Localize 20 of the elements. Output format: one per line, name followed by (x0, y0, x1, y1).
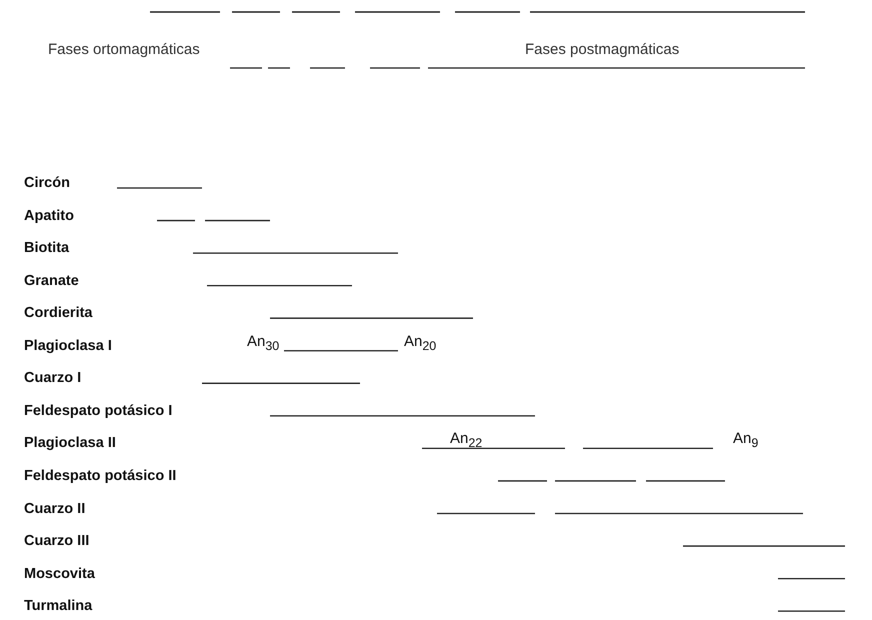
mineral-name: Cordierita (24, 304, 92, 322)
mineral-name: Feldespato potásico I (24, 402, 172, 420)
mineral-name: Granate (24, 272, 79, 290)
mineral-name: Moscovita (24, 564, 95, 583)
mineral-name: Circón (24, 174, 70, 192)
mineral-name: Feldespato potásico II (24, 466, 176, 485)
mineral-name: Plagioclasa I (24, 336, 112, 355)
mineral-name: Cuarzo I (24, 369, 82, 388)
column-heading: Fases postmagmáticas (525, 41, 680, 59)
mineral-name: Turmalina (24, 597, 92, 616)
mineral-name: Cuarzo III (24, 532, 90, 550)
composition-label: An$_{9}$ (733, 430, 758, 452)
composition-label: An$_{20}$ (404, 332, 436, 355)
mineral-name: Plagioclasa II (24, 434, 116, 452)
composition-label: An$_{30}$ (247, 332, 280, 355)
mineral-name: Apatito (24, 206, 74, 225)
mineral-name: Cuarzo II (24, 500, 86, 518)
column-heading: Fases ortomagmáticas (48, 41, 200, 59)
mineral-name: Biotita (24, 239, 70, 258)
composition-label: An$_{22}$ (450, 430, 482, 452)
